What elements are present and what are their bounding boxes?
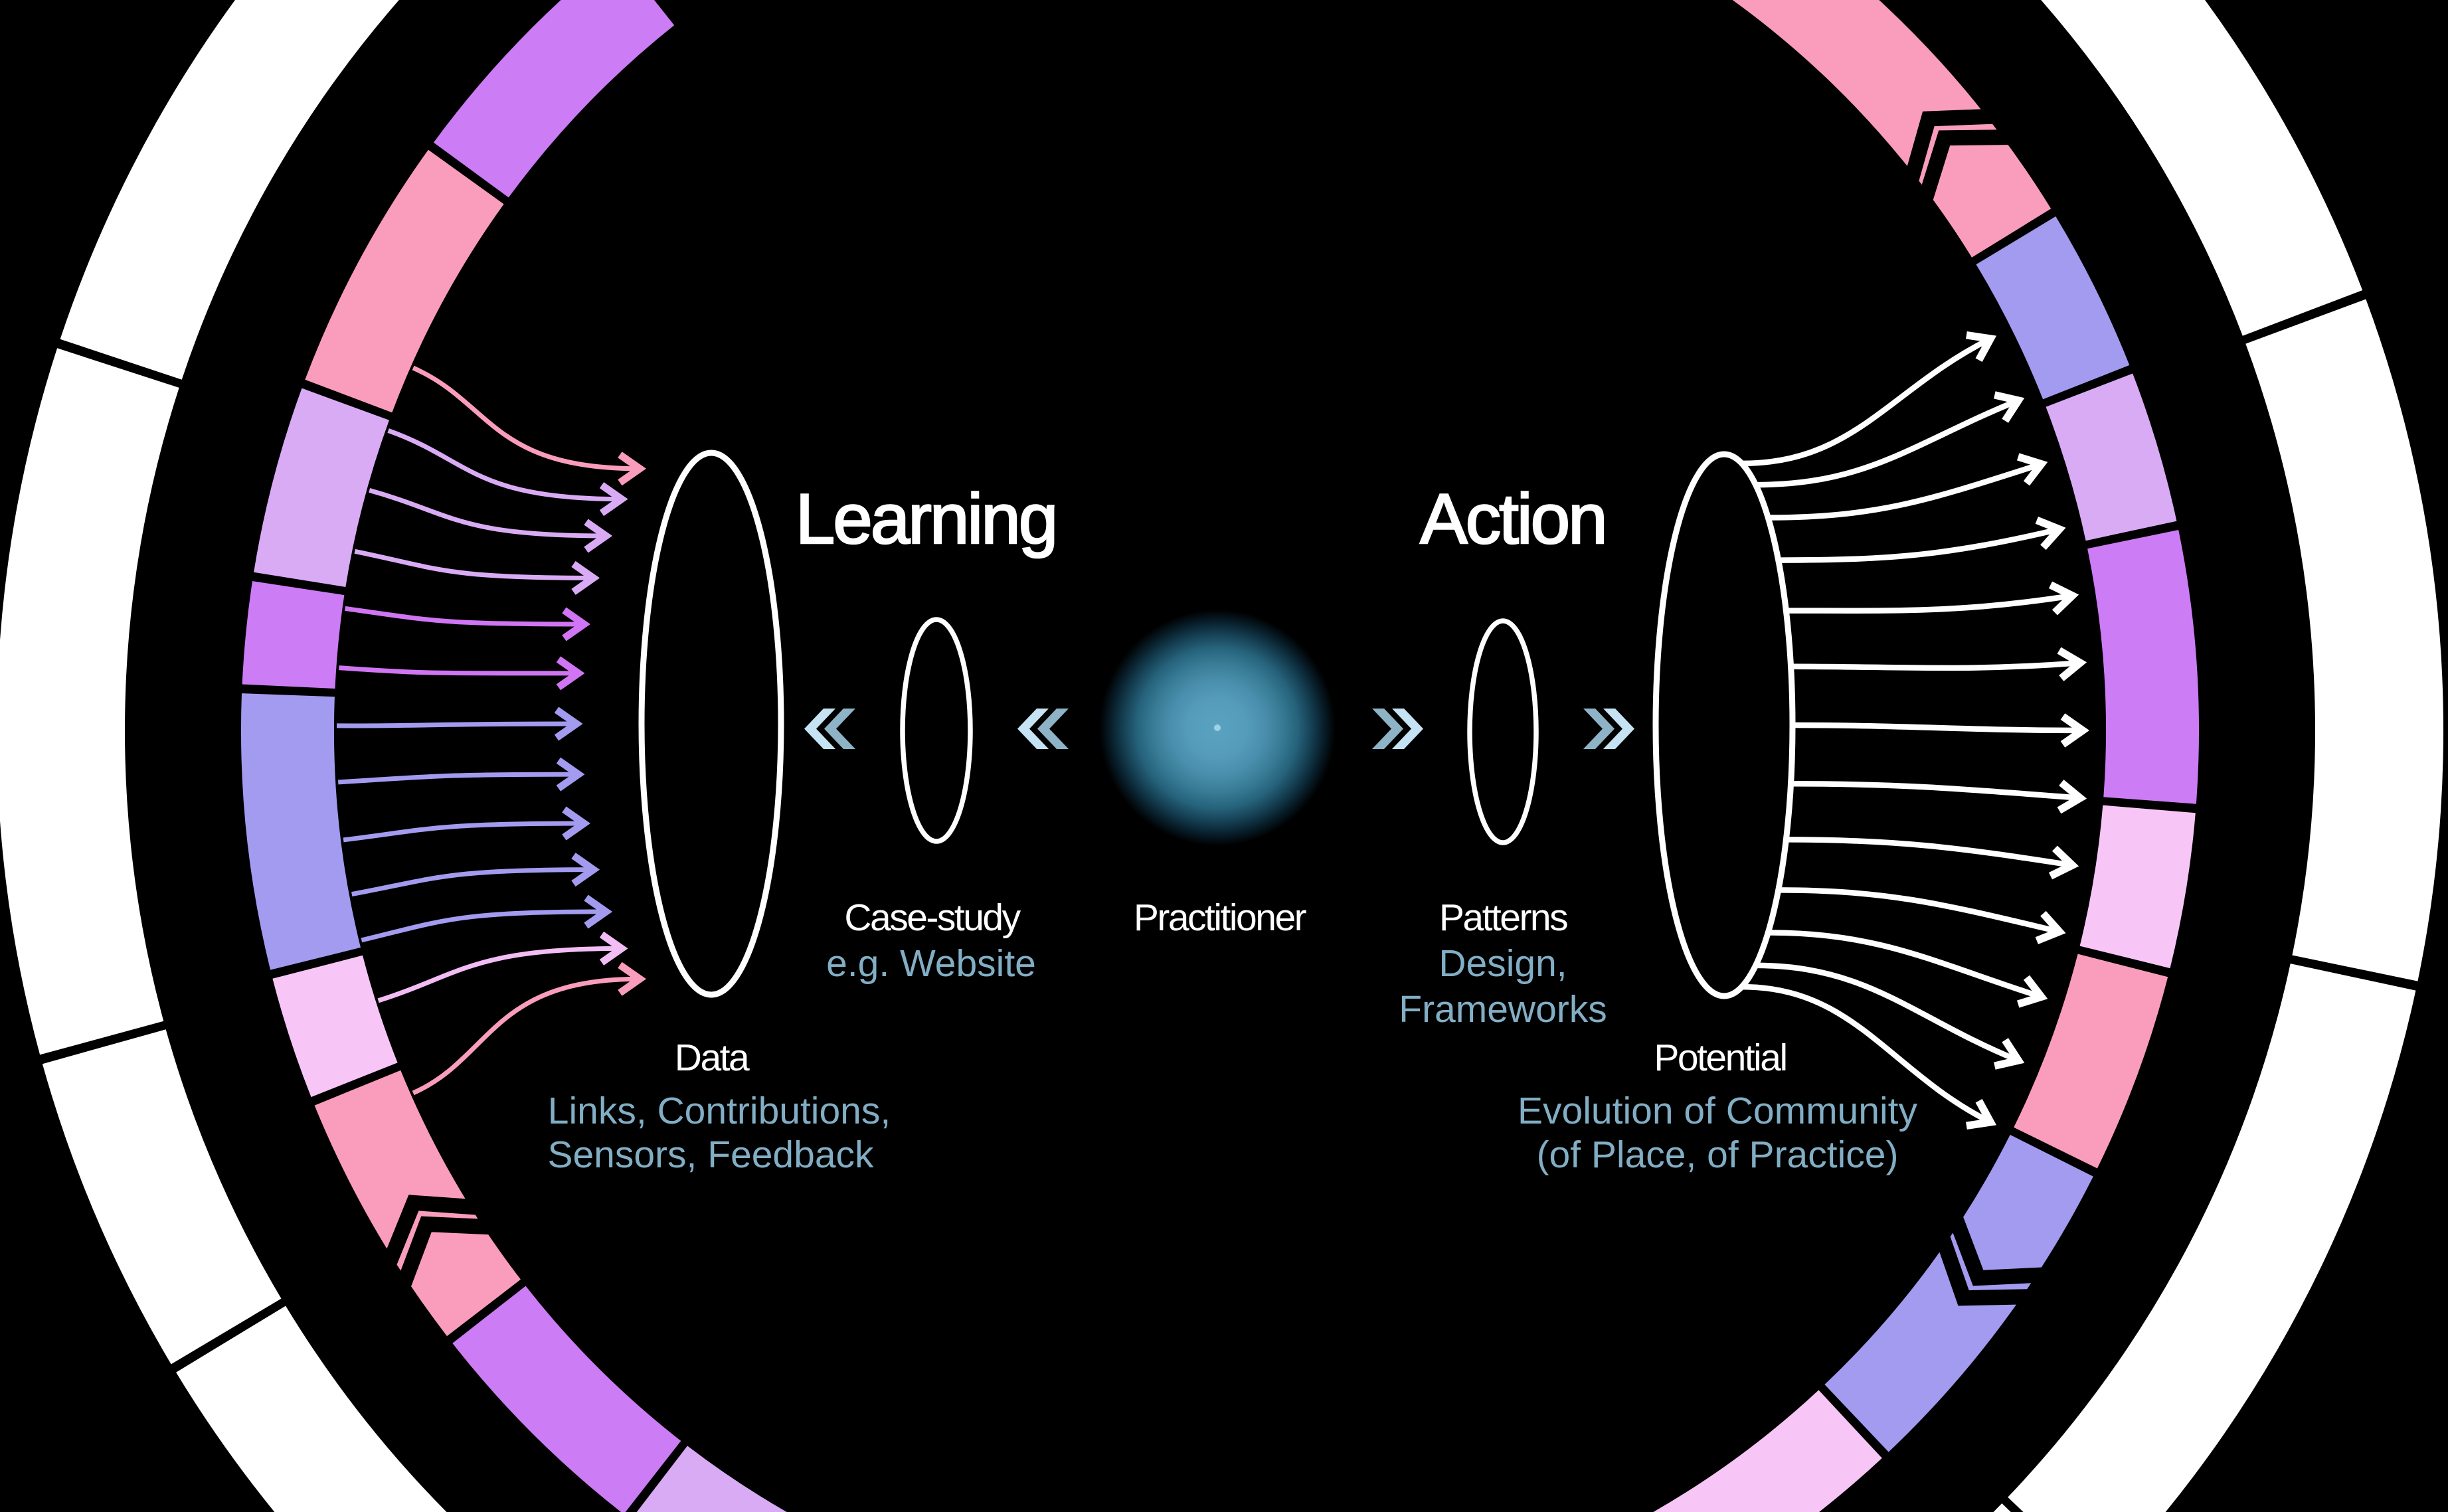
- svg-text:Frameworks: Frameworks: [1399, 988, 1607, 1031]
- svg-text:Data: Data: [675, 1037, 750, 1079]
- svg-text:e.g. Website: e.g. Website: [826, 942, 1036, 985]
- svg-text:Potential: Potential: [1654, 1037, 1786, 1079]
- svg-text:Patterns: Patterns: [1439, 896, 1567, 939]
- svg-text:Learning: Learning: [796, 479, 1056, 558]
- svg-text:Practitioner: Practitioner: [1134, 896, 1307, 939]
- svg-text:Design,: Design,: [1439, 942, 1567, 985]
- svg-text:Action: Action: [1420, 479, 1605, 558]
- svg-text:Case-study: Case-study: [844, 896, 1021, 939]
- svg-text:(of Place, of Practice): (of Place, of Practice): [1537, 1134, 1899, 1176]
- svg-text:Evolution of Community: Evolution of Community: [1518, 1090, 1917, 1132]
- svg-text:Links, Contributions,: Links, Contributions,: [548, 1090, 891, 1132]
- svg-text:Sensors, Feedback: Sensors, Feedback: [547, 1134, 874, 1176]
